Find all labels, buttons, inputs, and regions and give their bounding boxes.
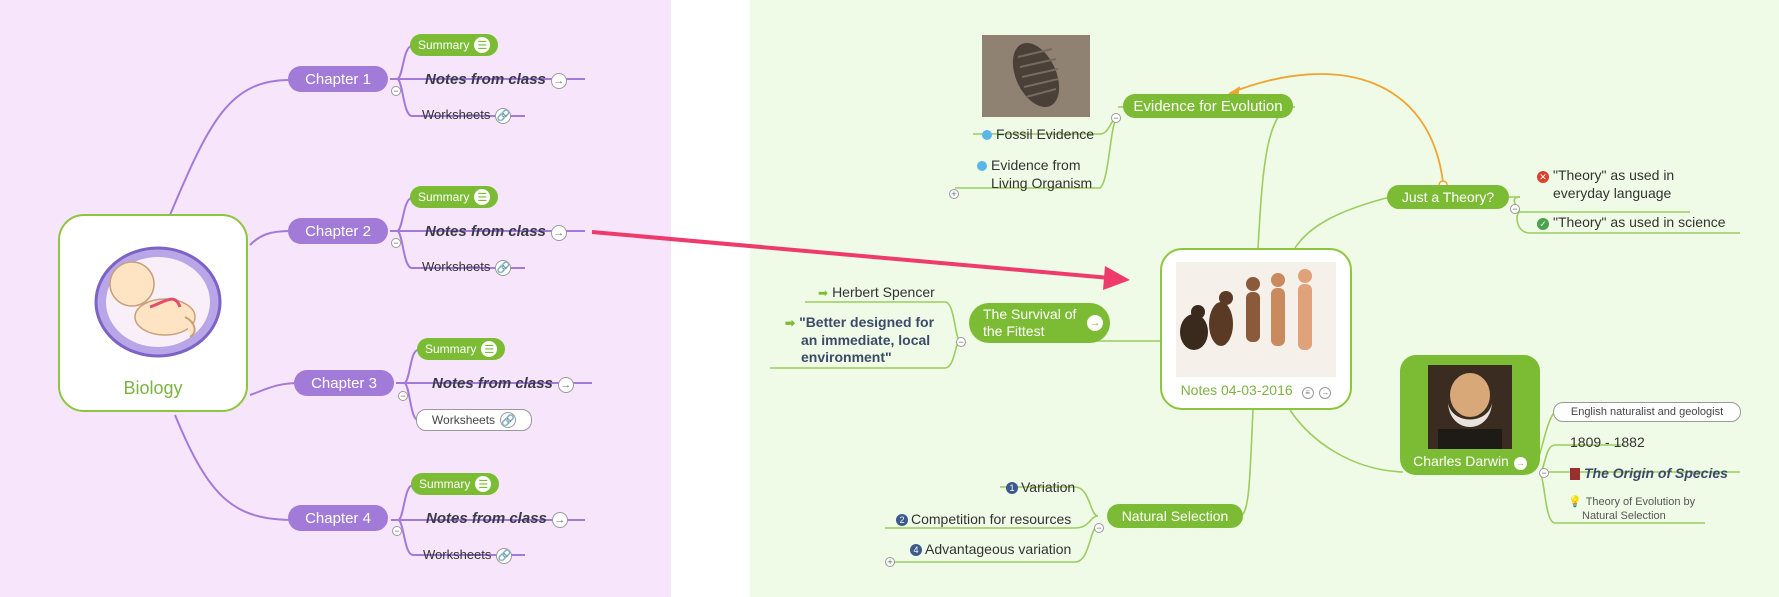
notes-icon: ≡ [1301, 386, 1314, 399]
expand-toggle-icon[interactable]: + [949, 189, 959, 199]
chapter-4-worksheets[interactable]: Worksheets🔗 [423, 547, 513, 564]
chapter-1-summary[interactable]: Summary☰ [410, 34, 499, 56]
collapse-toggle-icon[interactable]: − [391, 86, 401, 96]
collapse-toggle-icon[interactable]: − [1094, 523, 1104, 533]
chapter-2-topic[interactable]: Chapter 2 [288, 218, 388, 244]
lightbulb-icon: 💡 [1568, 496, 1582, 508]
book-icon [1570, 468, 1580, 481]
theory-everyday-language[interactable]: ✕"Theory" as used in everyday language [1537, 166, 1674, 202]
better-designed-quote[interactable]: ➡"Better designed for an immediate, loca… [785, 314, 935, 365]
human-evolution-illustration [1176, 262, 1336, 377]
summary-list-icon: ☰ [481, 341, 498, 357]
arrow-right-icon: → [551, 512, 568, 528]
fossil-evidence[interactable]: Fossil Evidence [982, 126, 1094, 142]
collapse-toggle-icon[interactable]: − [1539, 468, 1549, 478]
just-a-theory-topic[interactable]: Just a Theory? [1387, 185, 1509, 209]
theory-in-science[interactable]: ✓"Theory" as used in science [1537, 214, 1726, 230]
summary-list-icon: ☰ [475, 476, 492, 492]
collapse-toggle-icon[interactable]: − [391, 238, 401, 248]
arrow-right-icon: → [550, 225, 567, 241]
chapter-2-notes[interactable]: Notes from class→ [425, 223, 567, 241]
arrow-right-icon: → [1513, 456, 1527, 470]
darwin-naturalist[interactable]: English naturalist and geologist [1553, 402, 1741, 422]
collapse-toggle-icon[interactable]: − [1111, 113, 1121, 123]
blue-dot-icon [982, 130, 992, 141]
check-icon: ✓ [1537, 218, 1549, 230]
chapter-4-topic[interactable]: Chapter 4 [288, 505, 388, 531]
natural-selection-topic[interactable]: Natural Selection [1107, 504, 1243, 528]
attachment-link-icon: 🔗 [496, 547, 513, 564]
theory-of-evolution[interactable]: 💡Theory of Evolution by Natural Selectio… [1568, 496, 1696, 522]
central-topic-biology[interactable]: Biology [58, 214, 248, 412]
chapter-2-summary[interactable]: Summary☰ [410, 186, 499, 208]
chapter-3-summary[interactable]: Summary☰ [417, 338, 506, 360]
arrow-right-icon: ➡ [785, 316, 796, 330]
chapter-4-summary[interactable]: Summary☰ [411, 473, 500, 495]
error-x-icon: ✕ [1537, 171, 1549, 183]
chapter-1-notes[interactable]: Notes from class→ [425, 71, 567, 89]
fetus-illustration [94, 246, 222, 358]
arrow-right-icon: → [1087, 315, 1103, 331]
herbert-spencer[interactable]: ➡Herbert Spencer [818, 284, 935, 300]
chapter-1-worksheets[interactable]: Worksheets🔗 [422, 107, 512, 124]
darwin-years[interactable]: 1809 - 1882 [1570, 434, 1645, 450]
central-topic-notes[interactable]: Notes 04-03-2016 ≡ → [1160, 248, 1352, 410]
darwin-portrait [1428, 365, 1512, 449]
evidence-for-evolution-topic[interactable]: Evidence for Evolution [1123, 94, 1293, 118]
chapter-1-topic[interactable]: Chapter 1 [288, 66, 388, 92]
evidence-living-organism[interactable]: Evidence from Living Organism [977, 156, 1092, 192]
attachment-link-icon: 🔗 [500, 412, 517, 428]
central-topic-label: Biology [123, 378, 183, 398]
chapter-4-notes[interactable]: Notes from class→ [426, 510, 568, 528]
arrow-right-icon: → [557, 377, 574, 393]
blue-dot-icon [977, 161, 987, 172]
chapter-3-topic[interactable]: Chapter 3 [294, 370, 394, 396]
summary-list-icon: ☰ [474, 37, 491, 53]
arrow-right-icon: ➡ [818, 286, 829, 300]
origin-of-species[interactable]: The Origin of Species [1570, 465, 1728, 481]
arrow-right-icon: → [550, 73, 567, 89]
chapter-2-worksheets[interactable]: Worksheets🔗 [422, 259, 512, 276]
attachment-link-icon: 🔗 [495, 259, 512, 276]
collapse-toggle-icon[interactable]: − [392, 526, 402, 536]
collapse-toggle-icon[interactable]: − [398, 391, 408, 401]
collapse-toggle-icon[interactable]: − [1510, 204, 1520, 214]
expand-toggle-icon[interactable]: + [885, 557, 895, 567]
chapter-3-worksheets[interactable]: Worksheets🔗 [416, 409, 532, 431]
fossil-photo [982, 35, 1090, 117]
arrow-right-icon: → [1319, 386, 1332, 399]
summary-list-icon: ☰ [474, 189, 491, 205]
charles-darwin-topic[interactable]: Charles Darwin→ [1400, 355, 1540, 475]
collapse-toggle-icon[interactable]: − [956, 337, 966, 347]
central-topic-label: Notes 04-03-2016 ≡ → [1180, 382, 1332, 399]
survival-of-the-fittest-topic[interactable]: The Survival of the Fittest [969, 303, 1110, 343]
attachment-link-icon: 🔗 [495, 107, 512, 124]
chapter-3-notes[interactable]: Notes from class→ [432, 375, 574, 393]
